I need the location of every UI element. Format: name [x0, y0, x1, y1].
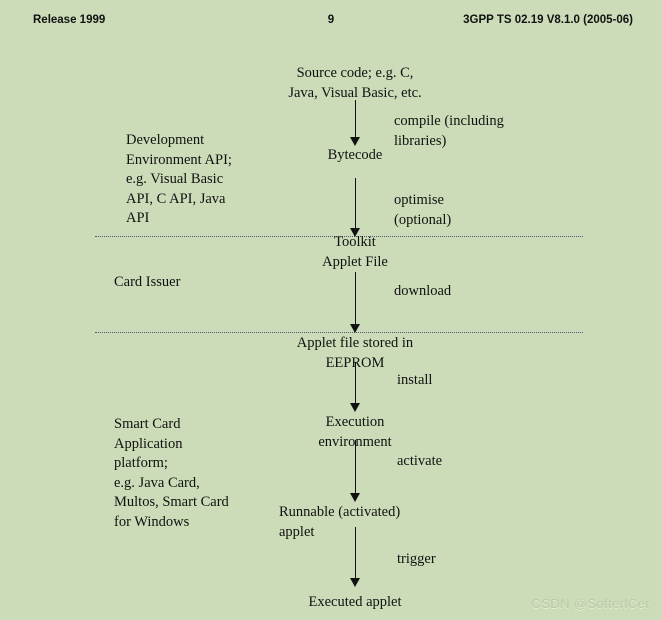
node-applet-file-stored: Applet file stored in EEPROM [296, 335, 414, 371]
node-toolkit-applet-file: Toolkit Applet File [322, 234, 388, 270]
edge-label-download: download [394, 283, 452, 299]
node-bytecode: Bytecode [327, 147, 383, 163]
page-header: Release 1999 9 3GPP TS 02.19 V8.1.0 (200… [0, 14, 662, 30]
arrow-stored-to-execution [350, 362, 361, 412]
annotation-card-issuer: Card Issuer [114, 274, 181, 290]
arrow-toolkit-to-stored [350, 272, 361, 333]
divider-cardissuer-smartcard [95, 332, 583, 333]
csdn-watermark: CSDN @SofterlCer [531, 596, 650, 611]
edge-label-activate: activate [397, 453, 443, 469]
edge-label-optimise: optimise (optional) [394, 192, 452, 228]
edge-label-compile: compile (including libraries) [394, 113, 504, 149]
node-executed-applet: Executed applet [308, 594, 402, 610]
header-release-label: Release 1999 [33, 14, 106, 26]
annotation-development-environment-api: Development Environment API; e.g. Visual… [126, 132, 232, 226]
arrow-source-to-bytecode [350, 100, 361, 146]
header-page-number: 9 [327, 14, 335, 26]
node-source-code: Source code; e.g. C, Java, Visual Basic,… [288, 65, 422, 101]
edge-label-trigger: trigger [397, 551, 436, 567]
arrow-runnable-to-executed [350, 527, 361, 587]
node-execution-environment: Execution environment [318, 414, 391, 450]
arrow-execution-to-runnable [350, 440, 361, 502]
arrow-bytecode-to-toolkit [350, 178, 361, 237]
node-runnable-applet: Runnable (activated) applet [279, 504, 401, 540]
header-spec-reference: 3GPP TS 02.19 V8.1.0 (2005-06) [463, 14, 633, 26]
divider-developer-cardissuer [95, 236, 583, 237]
edge-label-install: install [397, 372, 433, 388]
annotation-smart-card-application-platform: Smart Card Application platform; e.g. Ja… [114, 416, 229, 530]
